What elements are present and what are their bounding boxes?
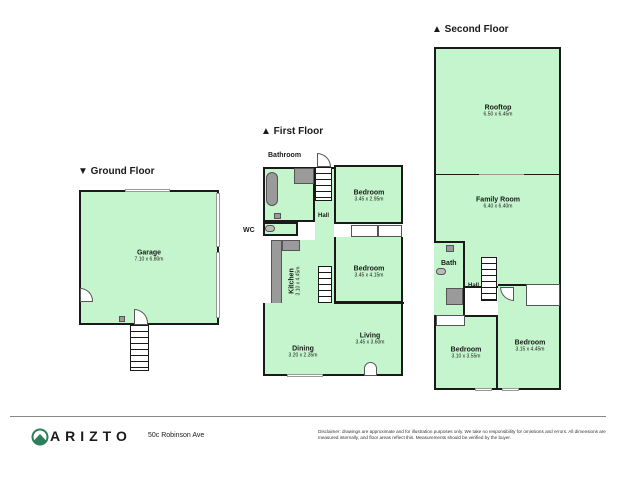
window bbox=[216, 252, 220, 318]
room-label-hall: Hall bbox=[318, 213, 330, 219]
room-name: Dining bbox=[292, 345, 314, 353]
room-dimensions: 3.45 x 2.95m bbox=[354, 196, 384, 203]
room-name: Rooftop bbox=[484, 104, 512, 112]
room-label-bedroom-1: Bedroom 3.45 x 2.95m bbox=[354, 190, 385, 203]
room-bedroom-3 bbox=[434, 315, 498, 390]
ground-floor-title: ▼ Ground Floor bbox=[78, 166, 155, 177]
room-label-bedroom-2: Bedroom 3.45 x 4.15m bbox=[354, 266, 385, 279]
window bbox=[216, 193, 220, 247]
room-name: Family Room bbox=[476, 196, 520, 204]
drain-fixture bbox=[119, 316, 125, 322]
bathtub bbox=[266, 172, 278, 206]
room-name: Bedroom bbox=[450, 346, 482, 354]
brand-name: ARIZTO bbox=[50, 428, 132, 444]
room-name: Garage bbox=[136, 249, 162, 257]
room-name: Bedroom bbox=[514, 339, 546, 347]
room-dimensions: 3.15 x 4.45m bbox=[515, 346, 545, 353]
room-label-bedroom-3: Bedroom 3.10 x 3.55m bbox=[451, 347, 482, 360]
window bbox=[475, 388, 492, 391]
room-label-hall: Hall bbox=[468, 283, 480, 289]
stairs bbox=[130, 325, 149, 371]
room-dimensions: 6.50 x 6.45m bbox=[483, 111, 513, 118]
room-name: Living bbox=[359, 332, 381, 340]
room-label-bath: Bath bbox=[441, 260, 457, 267]
kitchen-counter bbox=[282, 240, 300, 251]
room-dimensions: 3.10 x 3.55m bbox=[451, 353, 481, 360]
room-bedroom-1 bbox=[334, 165, 403, 224]
wardrobe bbox=[526, 284, 560, 306]
room-name: Kitchen bbox=[288, 268, 296, 294]
room-label-dining: Dining 3.20 x 2.35m bbox=[289, 346, 318, 359]
room-label-living: Living 3.45 x 3.60m bbox=[356, 333, 385, 346]
footer-divider bbox=[10, 416, 606, 417]
window bbox=[502, 388, 519, 391]
sink bbox=[274, 213, 281, 219]
second-floor-title: ▲ Second Floor bbox=[432, 24, 509, 35]
stairs bbox=[481, 257, 497, 301]
room-dimensions: 3.20 x 2.35m bbox=[288, 352, 318, 359]
door bbox=[364, 362, 377, 376]
room-name: Bedroom bbox=[353, 189, 385, 197]
window bbox=[287, 374, 323, 377]
wardrobe bbox=[351, 225, 378, 237]
property-address: 50c Robinson Ave bbox=[148, 432, 205, 439]
shower bbox=[294, 168, 314, 184]
stairs bbox=[315, 167, 332, 201]
room-dimensions: 3.10 x 4.45m bbox=[295, 266, 302, 296]
room-label-bathroom: Bathroom bbox=[268, 152, 302, 159]
room-label-wc: WC bbox=[243, 227, 255, 234]
wardrobe bbox=[436, 315, 465, 326]
room-dimensions: 6.40 x 6.40m bbox=[483, 203, 513, 210]
room-living-dining bbox=[263, 303, 403, 376]
sink bbox=[446, 245, 454, 252]
first-floor-title: ▲ First Floor bbox=[261, 126, 324, 137]
window bbox=[125, 189, 170, 192]
room-label-family-room: Family Room 6.40 x 6.40m bbox=[476, 197, 520, 210]
room-label-rooftop: Rooftop 6.50 x 6.45m bbox=[484, 105, 513, 118]
room-garage bbox=[79, 190, 219, 325]
toilet bbox=[436, 268, 446, 275]
toilet bbox=[265, 225, 275, 232]
room-label-bedroom-4: Bedroom 3.15 x 4.45m bbox=[515, 340, 546, 353]
room-dimensions: 7.10 x 6.80m bbox=[134, 256, 164, 263]
room-dimensions: 3.45 x 4.15m bbox=[354, 272, 384, 279]
disclaimer: Disclaimer: drawings are approximate and… bbox=[318, 429, 606, 440]
wall bbox=[334, 302, 404, 304]
shower bbox=[446, 288, 463, 305]
room-dimensions: 3.45 x 3.60m bbox=[355, 339, 385, 346]
room-label-kitchen: Kitchen 3.10 x 4.45m bbox=[289, 267, 302, 296]
door bbox=[317, 153, 331, 167]
room-name: Bedroom bbox=[353, 265, 385, 273]
arizto-logo-icon bbox=[31, 428, 49, 446]
wardrobe bbox=[378, 225, 402, 237]
room-label-garage: Garage 7.10 x 6.80m bbox=[135, 250, 164, 263]
